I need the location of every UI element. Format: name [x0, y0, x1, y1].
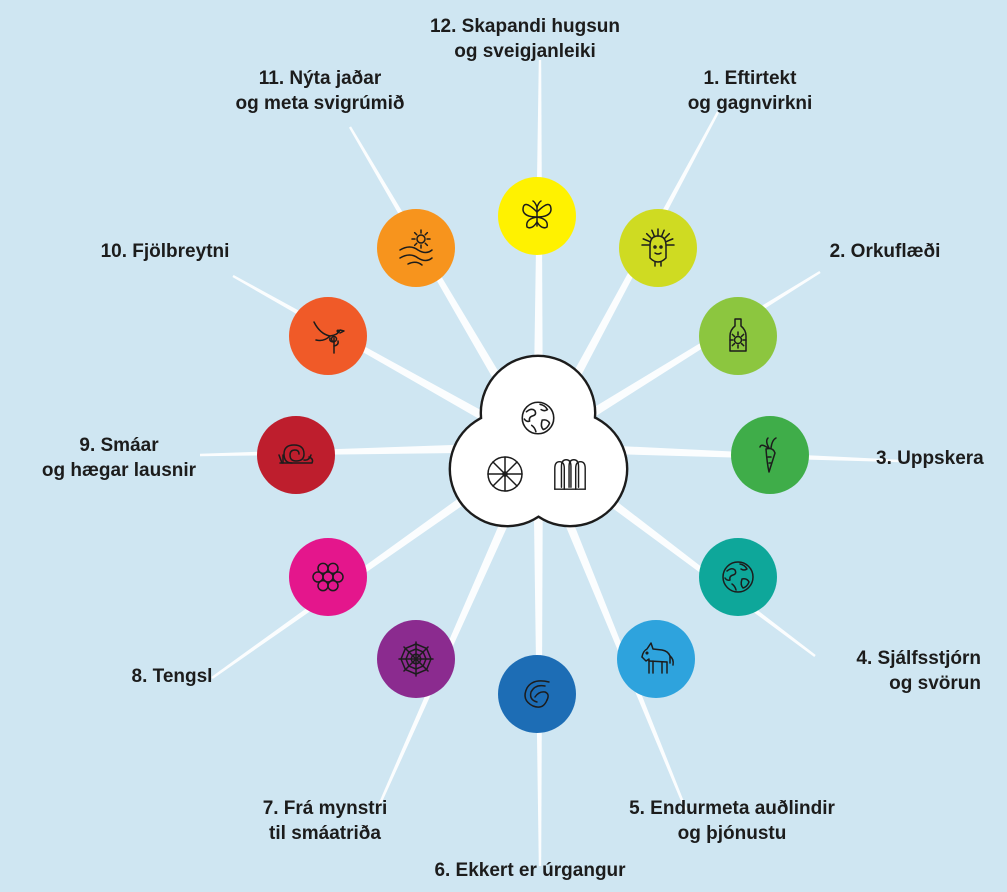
earthworm-icon	[524, 680, 550, 708]
principle-disc-4	[699, 538, 777, 616]
label-principle-8: 8. Tengsl	[131, 666, 213, 687]
flower-circles-icon	[312, 562, 344, 592]
principle-disc-9	[257, 416, 335, 494]
label-principle-10: 10. Fjölbreytni	[100, 241, 230, 262]
carrot-icon	[759, 437, 777, 473]
globe-icon	[521, 401, 555, 435]
spoke-1	[533, 111, 720, 450]
principle-circle-11	[377, 209, 455, 287]
face-with-leaves-icon	[641, 228, 675, 267]
principle-circle-6	[498, 655, 576, 733]
wheel-icon	[487, 456, 523, 492]
center-trefoil	[448, 354, 629, 528]
principle-circle-7	[377, 620, 455, 698]
spoke-11	[348, 126, 543, 450]
principle-circle-5	[617, 620, 695, 698]
principle-circle-1	[619, 209, 697, 287]
butterfly-icon	[522, 200, 552, 229]
horse-icon	[641, 642, 674, 674]
principle-circle-12	[498, 177, 576, 255]
spoke-7	[376, 444, 543, 809]
bottle-sun-icon	[729, 318, 747, 352]
bird-flower-icon	[313, 321, 345, 354]
spoke-3	[537, 442, 901, 463]
label-principle-3: 3. Uppskera	[876, 448, 984, 469]
spiderweb-icon	[398, 641, 434, 677]
principle-disc-1	[619, 209, 697, 287]
principle-disc-5	[617, 620, 695, 698]
principle-circle-9	[257, 416, 335, 494]
label-principle-2: 2. Orkuflæði	[829, 241, 941, 262]
sun-river-icon	[399, 229, 433, 266]
people-group-icon	[554, 459, 586, 490]
principle-circles	[257, 177, 809, 733]
principle-circle-2	[699, 297, 777, 375]
principle-disc-8	[289, 538, 367, 616]
globe-icon	[722, 561, 754, 593]
principle-circle-10	[289, 297, 367, 375]
spoke-8	[211, 442, 541, 679]
snail-icon	[278, 444, 314, 464]
principle-circle-4	[699, 538, 777, 616]
principle-circle-8	[289, 538, 367, 616]
principle-disc-3	[731, 416, 809, 494]
principle-circle-3	[731, 416, 809, 494]
label-principle-6: 6. Ekkert er úrgangur	[434, 860, 626, 881]
spoke-5	[533, 445, 688, 811]
